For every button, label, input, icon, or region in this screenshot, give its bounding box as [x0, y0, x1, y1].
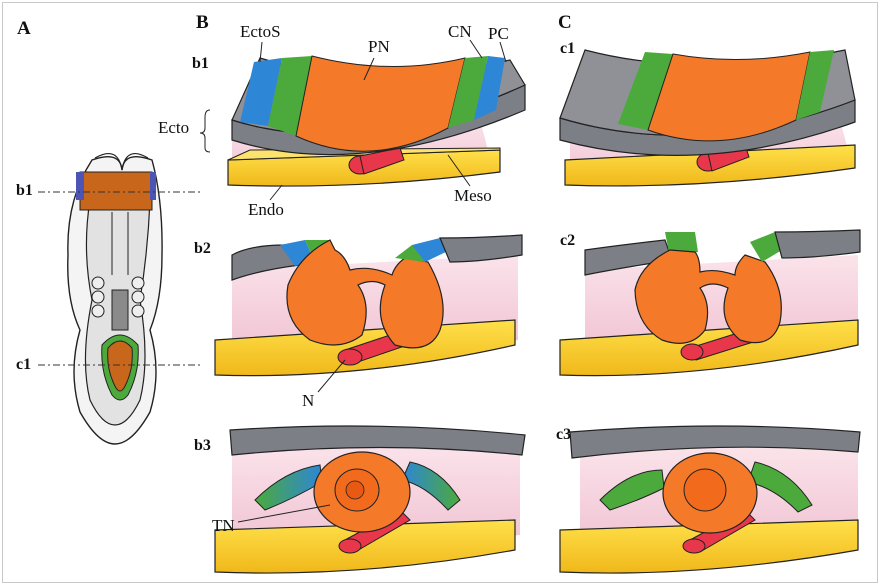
label-pc: PC	[488, 24, 509, 44]
label-ectos: EctoS	[240, 22, 281, 42]
neural-tube-lumen	[346, 481, 364, 499]
neural-plate-head-region	[80, 172, 152, 210]
leader-cn	[470, 40, 482, 58]
panel-label-b: B	[196, 12, 209, 34]
row-label-b3: b3	[194, 437, 211, 455]
notochord	[683, 539, 705, 553]
notochord	[339, 539, 361, 553]
somite	[132, 291, 144, 303]
cross-section-b1	[200, 40, 525, 200]
somite	[92, 291, 104, 303]
row-label-c1: c1	[560, 40, 575, 58]
ectoderm-right	[775, 230, 860, 258]
label-endo: Endo	[248, 200, 284, 220]
embryo-dorsal-view	[38, 154, 200, 444]
cross-section-c3	[560, 426, 860, 573]
label-n: N	[302, 391, 314, 411]
embryo-label-c1: c1	[16, 356, 31, 374]
label-meso: Meso	[454, 186, 492, 206]
cross-section-b3	[215, 426, 525, 573]
somite	[92, 277, 104, 289]
ecto-brace	[200, 110, 210, 152]
leader-endo	[270, 185, 282, 200]
label-ecto: Ecto	[158, 118, 189, 138]
notochord	[681, 344, 703, 360]
cross-section-c2	[560, 230, 860, 376]
row-label-c3: c3	[556, 426, 571, 444]
panel-label-a: A	[17, 18, 31, 40]
label-cn: CN	[448, 22, 472, 42]
cross-section-b2	[215, 235, 522, 392]
head-placode-stripes-right	[150, 172, 156, 200]
notochord-dorsal	[112, 290, 128, 330]
cross-section-c1	[560, 50, 855, 186]
embryo-label-b1: b1	[16, 182, 33, 200]
row-label-b2: b2	[194, 240, 211, 258]
row-label-b1: b1	[192, 55, 209, 73]
somite	[132, 305, 144, 317]
label-pn: PN	[368, 37, 390, 57]
neural-tube-inner	[684, 469, 726, 511]
head-placode-stripes	[76, 172, 84, 200]
label-tn: TN	[212, 516, 235, 536]
panel-label-c: C	[558, 12, 572, 34]
somite	[132, 277, 144, 289]
somite	[92, 305, 104, 317]
row-label-c2: c2	[560, 232, 575, 250]
notochord	[338, 349, 362, 365]
